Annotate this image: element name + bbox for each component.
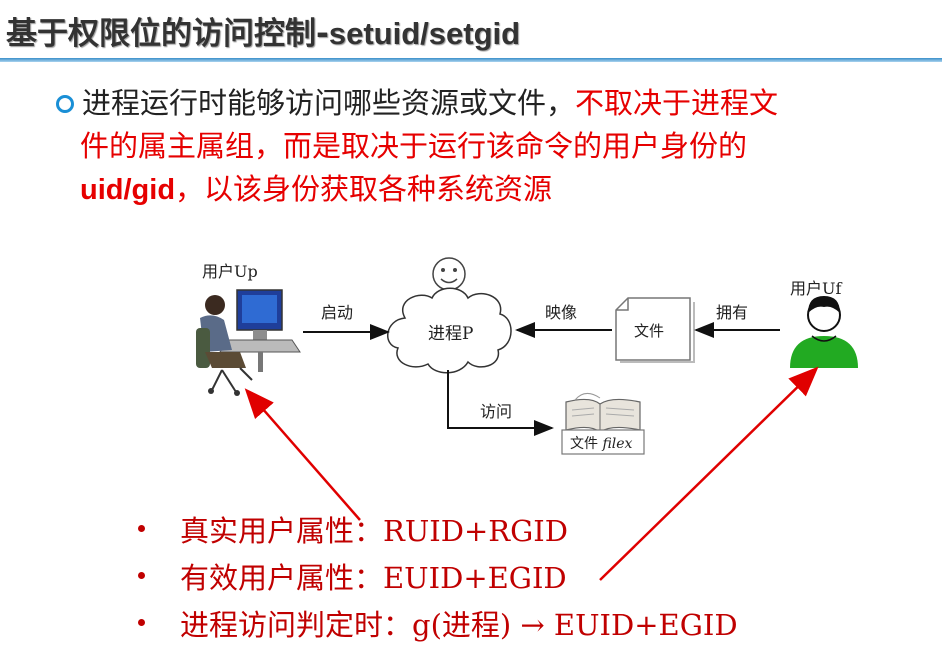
intro-text-uidgid: uid/gid [80, 174, 176, 206]
computer-user-icon [196, 289, 301, 396]
launch-label: 启动 [321, 303, 353, 322]
filex-label-box [561, 429, 645, 455]
access-arrow [447, 370, 554, 436]
map-label: 映像 [545, 303, 577, 322]
intro-text-1: 进程运行时能够访问哪些资源或文件， [82, 86, 576, 120]
title-underline [0, 58, 942, 62]
own-label: 拥有 [716, 303, 748, 322]
title-main: 基于权限位的访问控制 [6, 16, 316, 52]
attr-effective-text: 有效用户属性：EUID+EGID [180, 561, 567, 595]
filex-book-icon [565, 393, 641, 433]
intro-paragraph: 进程运行时能够访问哪些资源或文件，不取决于进程文 件的属主属组，而是取决于运行该… [52, 82, 922, 212]
attr-real-text: 真实用户属性：RUID+RGID [180, 514, 568, 548]
euid-red-arrow [599, 366, 819, 581]
user-uf-label: 用户Uf [790, 279, 842, 298]
intro-text-2: 不取决于进程文 [575, 86, 779, 120]
smiley-face-icon [432, 257, 466, 291]
title-suffix: setuid/setgid [328, 16, 521, 51]
title-dash: - [316, 16, 329, 52]
intro-text-5: ，以该身份获取各种系统资源 [175, 172, 553, 206]
access-label: 访问 [480, 402, 512, 421]
slide-title: 基于权限位的访问控制-setuid/setgid [6, 8, 520, 53]
bullet-dot-icon [138, 572, 145, 579]
user-uf-icon [790, 296, 858, 368]
hollow-bullet-icon [56, 95, 74, 113]
title-bar: 基于权限位的访问控制-setuid/setgid [0, 0, 942, 62]
process-label: 进程P [428, 324, 473, 344]
intro-text-3: 件的属主属组，而是取决于运行该命令的用户身份的 [80, 129, 748, 163]
process-cloud [387, 287, 512, 374]
attr-decision-text: 进程访问判定时：g(进程) → EUID+EGID [180, 608, 738, 642]
user-up-label: 用户Up [202, 262, 258, 281]
filex-label: 文件 filex [570, 436, 633, 452]
file-label: 文件 [634, 322, 664, 340]
bullet-dot-icon [138, 525, 145, 532]
bullet-dot-icon [138, 619, 145, 626]
ruid-red-arrow [244, 388, 361, 521]
